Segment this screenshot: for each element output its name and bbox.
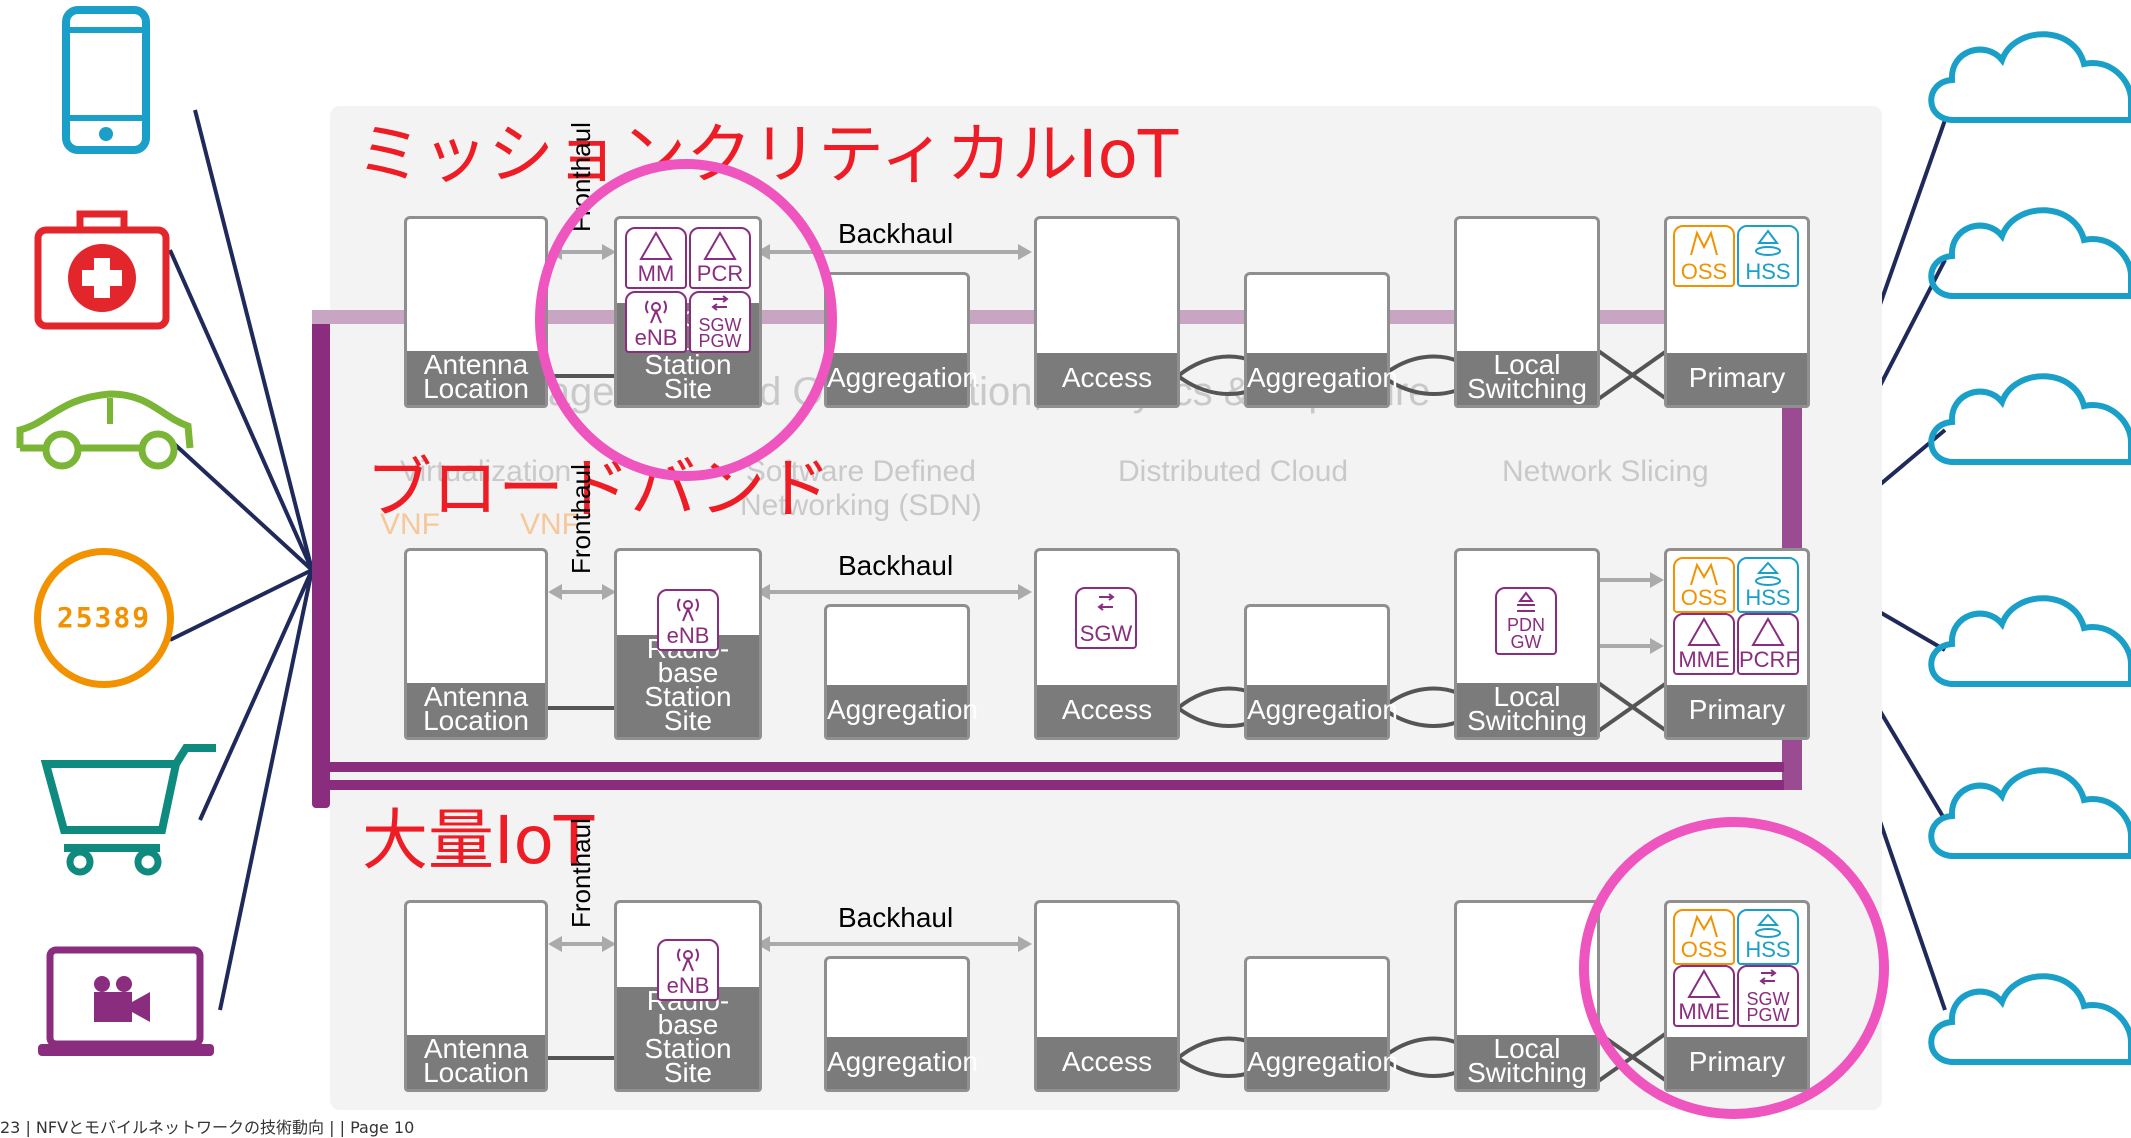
hss-icon: HSS <box>1737 909 1799 965</box>
oss-icon: OSS <box>1673 909 1735 965</box>
purple-bar-2 <box>312 780 1784 790</box>
node-aggregation-1: Aggregation <box>824 272 978 408</box>
pcrf-icon: PCR <box>689 227 751 289</box>
watermark-virtualization: Virtualization <box>400 455 572 488</box>
node-aggregation-1: Aggregation <box>824 604 978 740</box>
hss-icon: HSS <box>1737 225 1799 287</box>
watermark-distributed-cloud: Distributed Cloud <box>1118 455 1349 488</box>
sgw-icon: SGW <box>1075 587 1137 649</box>
cloud-icon <box>1928 767 2131 859</box>
first-aid-kit-icon <box>34 210 170 330</box>
pcrf-icon: PCRF <box>1737 613 1799 675</box>
node-access: Access SGW <box>1034 548 1180 740</box>
enb-icon: eNB <box>657 939 719 1001</box>
car-icon <box>16 390 194 470</box>
title-mission-critical: ミッションクリティカルIoT <box>356 116 1179 193</box>
cloud-icon <box>1928 373 2131 465</box>
laptop-video-icon <box>38 946 214 1056</box>
backhaul-label-3: Backhaul <box>838 902 954 933</box>
cloud-icon <box>1928 207 2131 299</box>
backhaul-label-2: Backhaul <box>838 550 954 581</box>
node-primary: Primary OSS HSS MME PCRF <box>1664 548 1810 740</box>
shopping-cart-icon <box>40 744 216 876</box>
node-aggregation-2: Aggregation <box>1244 956 1398 1092</box>
watermark-vnf-2: VNF <box>520 508 580 541</box>
cloud-icon <box>1928 973 2131 1065</box>
oss-icon: OSS <box>1673 225 1735 287</box>
highlight-circle-radio-base <box>535 159 837 481</box>
node-aggregation-2: Aggregation <box>1244 604 1398 740</box>
meter-digits: 25389 <box>56 601 152 634</box>
watermark-vnf-1: VNF <box>380 508 440 541</box>
oss-icon: OSS <box>1673 557 1735 613</box>
node-primary: Primary OSS HSS <box>1664 216 1810 408</box>
mme-icon: MM <box>625 227 687 289</box>
cloud-icon <box>1928 595 2131 687</box>
smartphone-icon <box>62 6 150 154</box>
enb-icon: eNB <box>657 589 719 651</box>
title-massive-iot: 大量IoT <box>362 802 595 879</box>
highlight-circle-primary <box>1579 817 1889 1119</box>
hss-icon: HSS <box>1737 557 1799 613</box>
smart-meter-icon: 25389 <box>34 548 174 688</box>
cloud-icon <box>1928 31 2131 123</box>
mme-icon: MME <box>1673 965 1735 1027</box>
backhaul-label-1: Backhaul <box>838 218 954 249</box>
purple-bar-1 <box>312 762 1784 772</box>
enb-icon: eNB <box>625 291 687 353</box>
title-broadband: ブロードバンド <box>366 450 832 527</box>
node-access: Access <box>1034 216 1180 408</box>
watermark-network-slicing: Network Slicing <box>1502 455 1709 488</box>
node-access: Access <box>1034 900 1180 1092</box>
mme-icon: MME <box>1673 613 1735 675</box>
purple-bracket <box>312 310 330 808</box>
node-aggregation-2: Aggregation <box>1244 272 1398 408</box>
node-aggregation-1: Aggregation <box>824 956 978 1092</box>
